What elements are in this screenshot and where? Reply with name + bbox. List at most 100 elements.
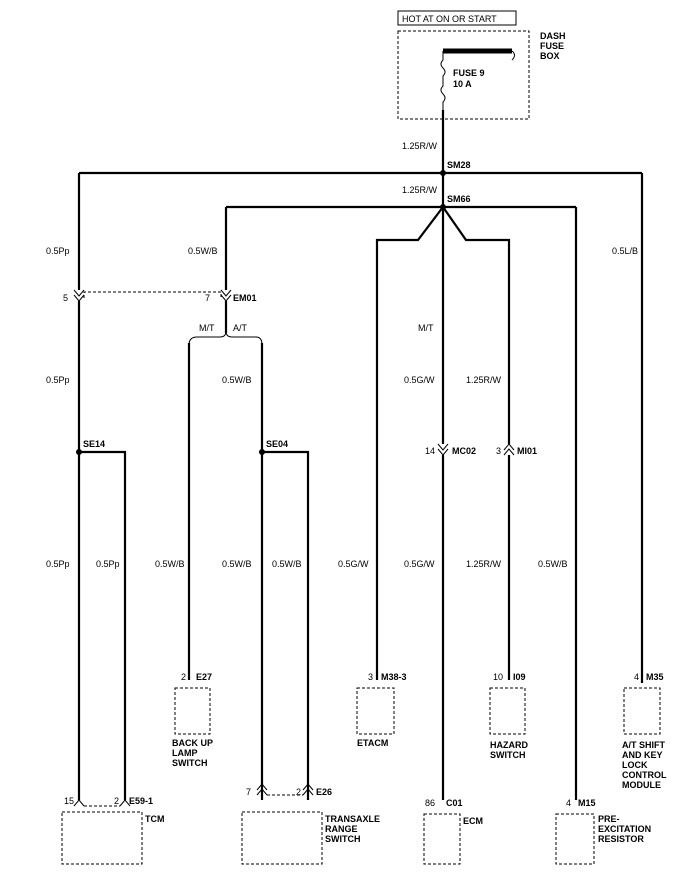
fuse-rating: 10 A bbox=[453, 79, 472, 89]
backup-lamp-label-2: LAMP bbox=[172, 748, 198, 758]
dash-fuse-box bbox=[397, 30, 530, 120]
wire-ecm-label: 0.5G/W bbox=[404, 559, 435, 569]
wire-right-label: 0.5L/B bbox=[612, 246, 638, 256]
connector-m15-label: M15 bbox=[578, 798, 596, 808]
wire-mt-at-split bbox=[188, 330, 263, 346]
pin-4a-label: 4 bbox=[634, 672, 639, 682]
connector-tcm-pin-2 bbox=[119, 799, 131, 807]
wire-left-label: 0.5Pp bbox=[46, 246, 70, 256]
wire-preexc-label: 0.5W/B bbox=[538, 559, 568, 569]
dash-fuse-box-label-1: DASH bbox=[540, 31, 566, 41]
wire-main-label: 1.25R/W bbox=[402, 141, 438, 151]
wire-at-label: 0.5W/B bbox=[222, 375, 252, 385]
fuse-symbol bbox=[440, 51, 446, 110]
wire-se04-branch bbox=[262, 450, 310, 800]
dash-fuse-box-label-2: FUSE bbox=[540, 41, 564, 51]
at-shift-label-5: MODULE bbox=[622, 780, 661, 790]
wire-mi01-in-label: 1.25R/W bbox=[466, 375, 502, 385]
backup-lamp-label-1: BACK UP bbox=[172, 738, 213, 748]
wire-sm66-in-label: 1.25R/W bbox=[402, 185, 438, 195]
wire-backup-label: 0.5W/B bbox=[155, 559, 185, 569]
connector-mc02-a bbox=[437, 443, 449, 451]
connector-mi01-a bbox=[503, 443, 515, 451]
ecm-box bbox=[423, 813, 461, 865]
fuse-name: FUSE 9 bbox=[453, 68, 485, 78]
pin-15-label: 15 bbox=[64, 796, 74, 806]
connector-e27-label: E27 bbox=[196, 672, 212, 682]
etacm-box bbox=[356, 687, 395, 735]
etacm-label: ETACM bbox=[357, 738, 388, 748]
hazard-label-1: HAZARD bbox=[490, 740, 528, 750]
pre-exc-label-3: RESISTOR bbox=[598, 834, 644, 844]
wire-se14-branch bbox=[79, 450, 127, 800]
connector-em01-dash bbox=[83, 291, 222, 298]
hot-at-label-box bbox=[397, 10, 517, 26]
hazard-label-2: SWITCH bbox=[490, 750, 526, 760]
pin-2b-label: 2 bbox=[114, 796, 119, 806]
connector-m35-label: M35 bbox=[646, 672, 664, 682]
wire-tr-2-label: 0.5W/B bbox=[272, 559, 302, 569]
pin-2c-label: 2 bbox=[296, 787, 301, 797]
connector-e59-label: E59-1 bbox=[129, 796, 153, 806]
connector-e26-pin-7-a bbox=[256, 783, 268, 791]
backup-lamp-label-3: SWITCH bbox=[172, 758, 208, 768]
wire-em01-label: 0.5W/B bbox=[188, 246, 218, 256]
pin-10-label: 10 bbox=[493, 672, 503, 682]
transaxle-label-2: RANGE bbox=[325, 824, 358, 834]
wire-mi01-branch bbox=[442, 206, 511, 444]
connector-c01-label: C01 bbox=[446, 798, 463, 808]
wire-tr-1-label: 0.5W/B bbox=[222, 559, 252, 569]
connector-mi01-b bbox=[503, 448, 515, 456]
wire-left2-label: 0.5Pp bbox=[46, 375, 70, 385]
pin-2a-label: 2 bbox=[181, 672, 186, 682]
splice-se04-label: SE04 bbox=[266, 439, 288, 449]
dash-fuse-box-label-3: BOX bbox=[540, 51, 560, 61]
pin-5-label: 5 bbox=[63, 293, 68, 303]
connector-em01-label: EM01 bbox=[233, 293, 257, 303]
connector-e26-pin-2-b bbox=[302, 788, 314, 796]
connector-m38-label: M38-3 bbox=[381, 672, 407, 682]
connector-i09-label: I09 bbox=[513, 672, 526, 682]
at-shift-label-1: A/T SHIFT bbox=[622, 740, 665, 750]
ecm-label: ECM bbox=[463, 816, 483, 826]
transaxle-range-switch-box bbox=[241, 811, 323, 865]
wire-hazard-label: 1.25R/W bbox=[466, 559, 502, 569]
wire-etacm-label: 0.5G/W bbox=[338, 559, 369, 569]
splice-sm28-label: SM28 bbox=[447, 160, 471, 170]
pin-7-label: 7 bbox=[205, 293, 210, 303]
at-shift-label-4: CONTROL bbox=[622, 770, 667, 780]
transaxle-label-1: TRANSAXLE bbox=[325, 814, 380, 824]
mt-label-1: M/T bbox=[199, 323, 215, 333]
at-shift-label-3: LOCK bbox=[622, 760, 648, 770]
connector-pin-7 bbox=[220, 289, 232, 297]
connector-e26-label: E26 bbox=[316, 787, 332, 797]
pin-3b-label: 3 bbox=[368, 672, 373, 682]
transaxle-label-3: SWITCH bbox=[325, 834, 361, 844]
at-shift-module-box bbox=[623, 687, 661, 735]
at-shift-label-2: AND KEY bbox=[622, 750, 663, 760]
tcm-label: TCM bbox=[145, 814, 165, 824]
hot-at-label: HOT AT ON OR START bbox=[402, 14, 497, 24]
pin-86-label: 86 bbox=[425, 798, 435, 808]
tcm-box bbox=[61, 811, 143, 865]
pre-exc-label-1: PRE- bbox=[598, 814, 620, 824]
splice-se14-label: SE14 bbox=[83, 439, 105, 449]
pin-14-label: 14 bbox=[425, 446, 435, 456]
wire-tcm-1-label: 0.5Pp bbox=[46, 559, 70, 569]
wire-tcm-2-label: 0.5Pp bbox=[96, 559, 120, 569]
pin-4b-label: 4 bbox=[566, 798, 571, 808]
wire-etacm-branch bbox=[375, 206, 444, 680]
pre-exc-label-2: EXCITATION bbox=[598, 824, 651, 834]
splice-sm66-label: SM66 bbox=[447, 194, 471, 204]
fuse-bus-hook bbox=[511, 50, 515, 61]
mt-label-2: M/T bbox=[418, 323, 434, 333]
connector-mc02-label: MC02 bbox=[452, 446, 476, 456]
pin-7b-label: 7 bbox=[246, 787, 251, 797]
backup-lamp-switch-box bbox=[174, 687, 211, 735]
wire-mc02-in-label: 0.5G/W bbox=[404, 375, 435, 385]
hazard-switch-box bbox=[489, 687, 526, 735]
connector-e26-pin-2-a bbox=[302, 783, 314, 791]
at-label-1: A/T bbox=[233, 323, 248, 333]
connector-e26-pin-7-b bbox=[256, 788, 268, 796]
